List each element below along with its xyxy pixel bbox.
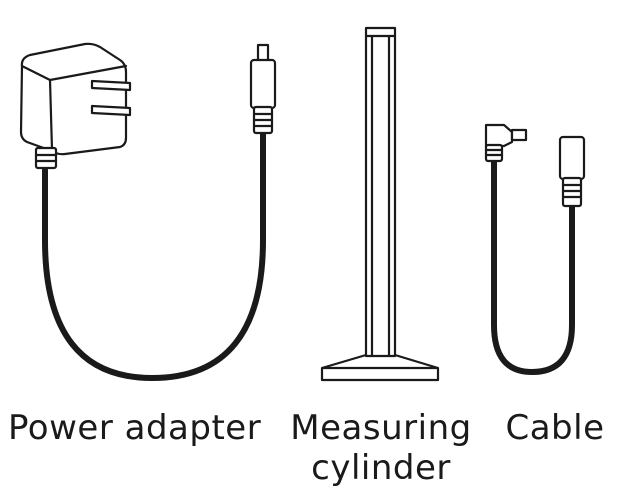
power-adapter-label: Power adapter [8,408,262,448]
measuring-cylinder-label: Measuring cylinder [286,408,476,488]
power-adapter-figure [19,42,277,381]
cable-angle-plug-grip [484,143,504,163]
dc-plug-barrel [249,58,277,110]
cable-label: Cable [505,408,605,448]
dc-plug-tip [256,43,270,63]
measuring-cylinder-figure [320,26,440,382]
measuring-cylinder-label-line1: Measuring [290,408,472,448]
cable-angle-plug-head [484,123,514,148]
adapter-prong-lower [90,104,132,117]
cylinder-tube [364,26,397,358]
adapter-top-edge [48,64,128,82]
adapter-prong-upper [90,79,132,92]
adapter-strain-relief [34,146,58,170]
measuring-cylinder-label-line2: cylinder [311,448,451,488]
cable-figure [484,123,586,375]
adapter-body [19,42,128,156]
cable-socket-body [558,135,586,181]
power-adapter-cord [42,129,266,381]
cable-angle-plug-tip [510,128,528,142]
cable-cord [491,157,575,375]
